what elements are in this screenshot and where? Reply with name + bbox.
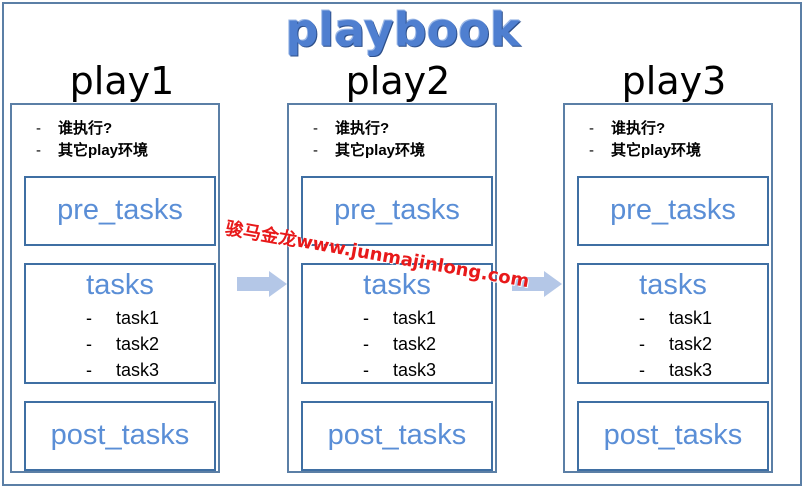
task-item: -task2 bbox=[639, 334, 713, 354]
play-box-1: -谁执行? -其它play环境 pre_tasks tasks -task1 -… bbox=[10, 103, 220, 473]
arrow-right-icon bbox=[237, 271, 287, 297]
play-note: -其它play环境 bbox=[36, 142, 149, 159]
pre-tasks-label: pre_tasks bbox=[610, 194, 736, 226]
task-item: -task2 bbox=[86, 334, 160, 354]
play-title-1: play1 bbox=[69, 59, 175, 103]
tasks-label: tasks bbox=[363, 269, 431, 301]
task-item: -task2 bbox=[363, 334, 437, 354]
task-item: -task1 bbox=[363, 308, 437, 328]
play-box-3: -谁执行? -其它play环境 pre_tasks tasks -task1 -… bbox=[563, 103, 773, 473]
play-note: -谁执行? bbox=[589, 120, 666, 137]
arrow-right-icon bbox=[512, 271, 562, 297]
task-item: -task3 bbox=[86, 360, 160, 380]
post-tasks-box: post_tasks bbox=[577, 401, 769, 471]
post-tasks-label: post_tasks bbox=[50, 419, 190, 451]
task-item: -task3 bbox=[363, 360, 437, 380]
diagram-title: playbook bbox=[285, 3, 521, 57]
post-tasks-box: post_tasks bbox=[24, 401, 216, 471]
task-item: -task1 bbox=[86, 308, 160, 328]
play-box-2: -谁执行? -其它play环境 pre_tasks tasks -task1 -… bbox=[287, 103, 497, 473]
tasks-box: tasks -task1 -task2 -task3 bbox=[301, 263, 493, 384]
task-item: -task1 bbox=[639, 308, 713, 328]
tasks-box: tasks -task1 -task2 -task3 bbox=[24, 263, 216, 384]
post-tasks-box: post_tasks bbox=[301, 401, 493, 471]
tasks-box: tasks -task1 -task2 -task3 bbox=[577, 263, 769, 384]
tasks-label: tasks bbox=[639, 269, 707, 301]
play-note: -谁执行? bbox=[313, 120, 390, 137]
tasks-label: tasks bbox=[86, 269, 154, 301]
play-note: -其它play环境 bbox=[589, 142, 702, 159]
play-note: -其它play环境 bbox=[313, 142, 426, 159]
pre-tasks-box: pre_tasks bbox=[577, 176, 769, 246]
post-tasks-label: post_tasks bbox=[327, 419, 467, 451]
post-tasks-label: post_tasks bbox=[603, 419, 743, 451]
pre-tasks-label: pre_tasks bbox=[57, 194, 183, 226]
pre-tasks-box: pre_tasks bbox=[24, 176, 216, 246]
play-note: -谁执行? bbox=[36, 120, 113, 137]
pre-tasks-box: pre_tasks bbox=[301, 176, 493, 246]
pre-tasks-label: pre_tasks bbox=[334, 194, 460, 226]
play-title-2: play2 bbox=[345, 59, 451, 103]
play-title-3: play3 bbox=[621, 59, 727, 103]
task-item: -task3 bbox=[639, 360, 713, 380]
